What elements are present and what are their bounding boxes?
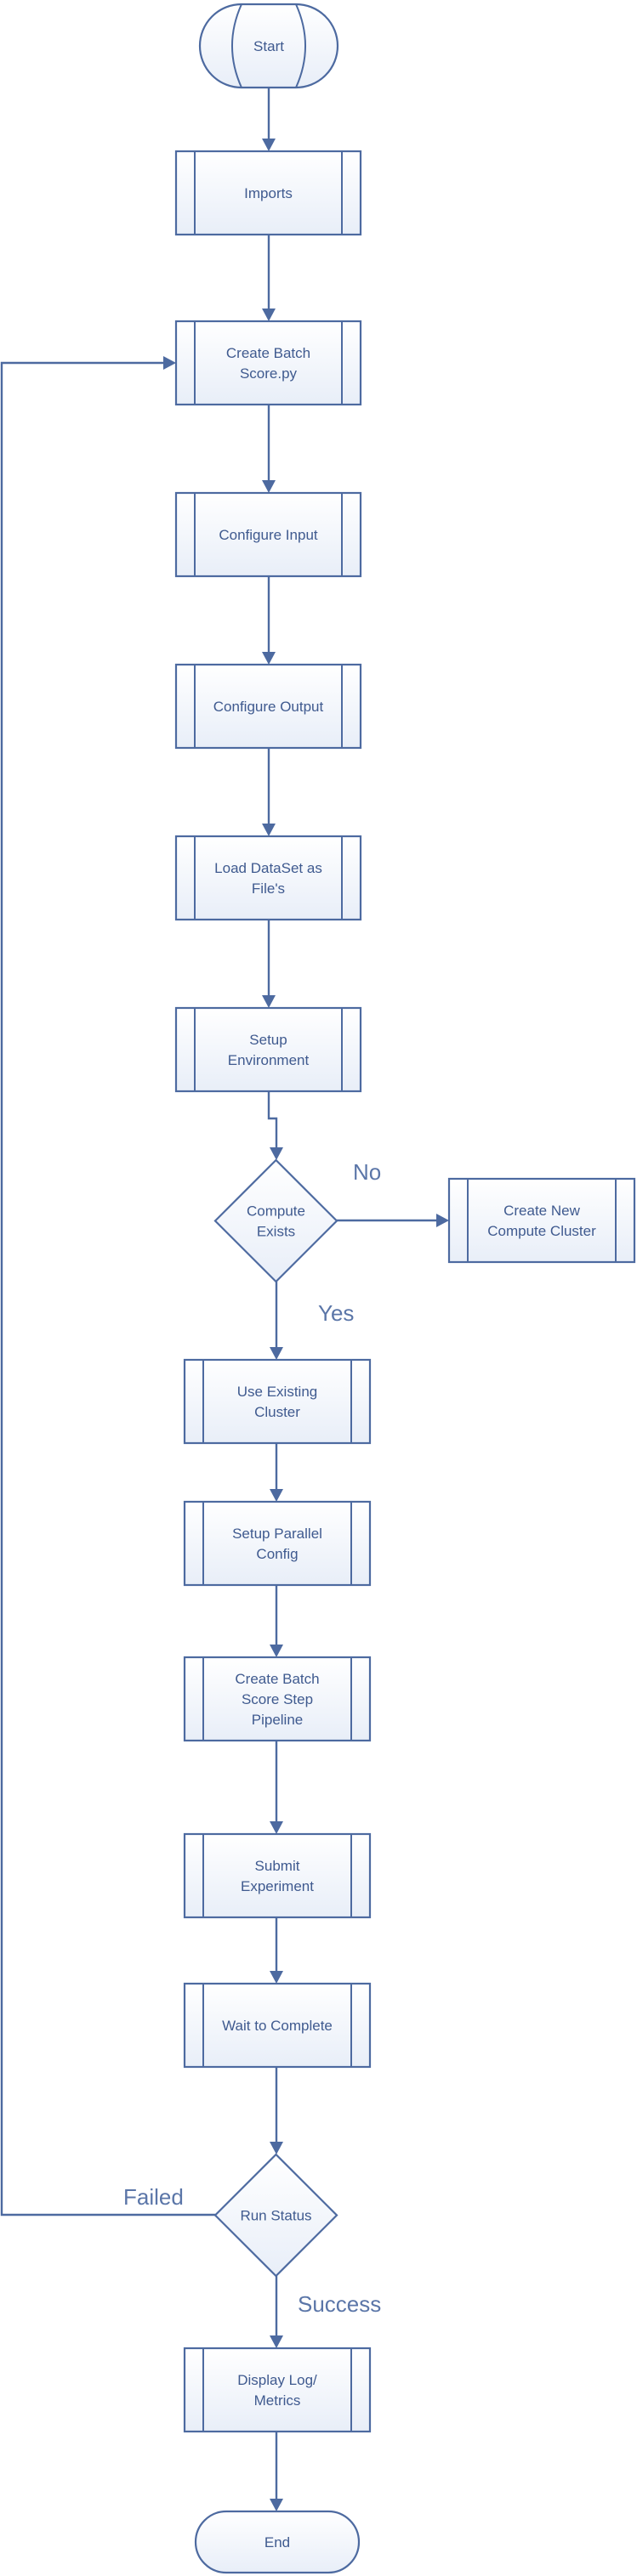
connectors [0, 88, 449, 2511]
arrowhead [270, 1821, 283, 1834]
node-label: Score.py [240, 365, 298, 382]
node-label: Setup Parallel [232, 1526, 322, 1542]
arrowhead [270, 1147, 283, 1160]
node-label: Display Log/ [237, 2372, 317, 2388]
node-label: Imports [244, 185, 293, 201]
connector-5 [262, 920, 276, 1008]
node-label: Submit [255, 1858, 300, 1874]
edge-label-no: No [353, 1159, 381, 1185]
connector-8 [270, 1282, 283, 1360]
node-label: Configure Input [219, 527, 318, 543]
node-label: Cluster [254, 1404, 300, 1420]
connector-16 [270, 2432, 283, 2511]
arrowhead [262, 309, 276, 321]
connector-7 [337, 1214, 449, 1227]
arrowhead [270, 1347, 283, 1360]
arrowhead [262, 480, 276, 493]
connector-15 [270, 2276, 283, 2348]
connector-10 [270, 1585, 283, 1657]
connector-3 [262, 576, 276, 665]
arrowhead [270, 1971, 283, 1984]
arrowhead [262, 995, 276, 1008]
arrowhead [270, 2499, 283, 2511]
connector-13 [270, 2067, 283, 2154]
node-label: Run Status [240, 2208, 311, 2224]
node-label: Environment [228, 1052, 310, 1068]
connector-2 [262, 405, 276, 493]
node-label: Compute Cluster [487, 1223, 596, 1239]
node-label: Metrics [254, 2392, 301, 2409]
node-label: Pipeline [252, 1712, 304, 1728]
node-label: File's [252, 880, 285, 897]
node-configure-output: Configure Output [174, 663, 362, 750]
node-label: Create Batch [226, 345, 310, 361]
connector-9 [270, 1443, 283, 1502]
node-label: Configure Output [213, 699, 324, 715]
connector-4 [262, 748, 276, 836]
arrowhead [436, 1214, 449, 1227]
connector-6 [267, 1091, 283, 1160]
node-label: Create Batch [235, 1671, 319, 1687]
node-label: Exists [257, 1224, 295, 1240]
arrowhead [262, 824, 276, 836]
node-start: Start [198, 3, 339, 89]
arrowhead [262, 139, 276, 151]
node-display-log-metrics: Display Log/Metrics [183, 2347, 372, 2433]
node-label: Use Existing [237, 1384, 317, 1400]
connector-12 [270, 1917, 283, 1984]
edge-label-success: Success [298, 2291, 381, 2317]
node-label: Compute [247, 1203, 305, 1220]
arrowhead [270, 1489, 283, 1502]
node-label: Config [256, 1546, 298, 1562]
node-label: Load DataSet as [214, 860, 322, 876]
arrowhead [262, 652, 276, 665]
connector-1 [262, 235, 276, 321]
node-configure-input: Configure Input [174, 491, 362, 578]
connector-14 [0, 356, 215, 2216]
node-run-status: Run Status [213, 2153, 338, 2278]
connector-11 [270, 1741, 283, 1834]
node-label: Setup [249, 1032, 287, 1048]
edge-label-failed: Failed [123, 2184, 184, 2210]
node-label: End [264, 2534, 290, 2551]
arrowhead [270, 2142, 283, 2154]
arrowhead [270, 2335, 283, 2348]
arrowhead [270, 1645, 283, 1657]
node-end: End [194, 2510, 361, 2574]
node-label: Start [253, 38, 284, 54]
node-label: Experiment [241, 1878, 314, 1894]
connector-0 [262, 88, 276, 151]
node-load-dataset: Load DataSet as File's [174, 835, 362, 921]
edge-label-yes: Yes [318, 1300, 354, 1326]
node-label: Create New [503, 1203, 580, 1219]
arrowhead [163, 356, 176, 370]
node-imports: Imports [174, 150, 362, 236]
node-label: Wait to Complete [222, 2018, 333, 2034]
node-label: Score Step [242, 1691, 313, 1707]
node-wait-to-complete: Wait to Complete [183, 1982, 372, 2069]
